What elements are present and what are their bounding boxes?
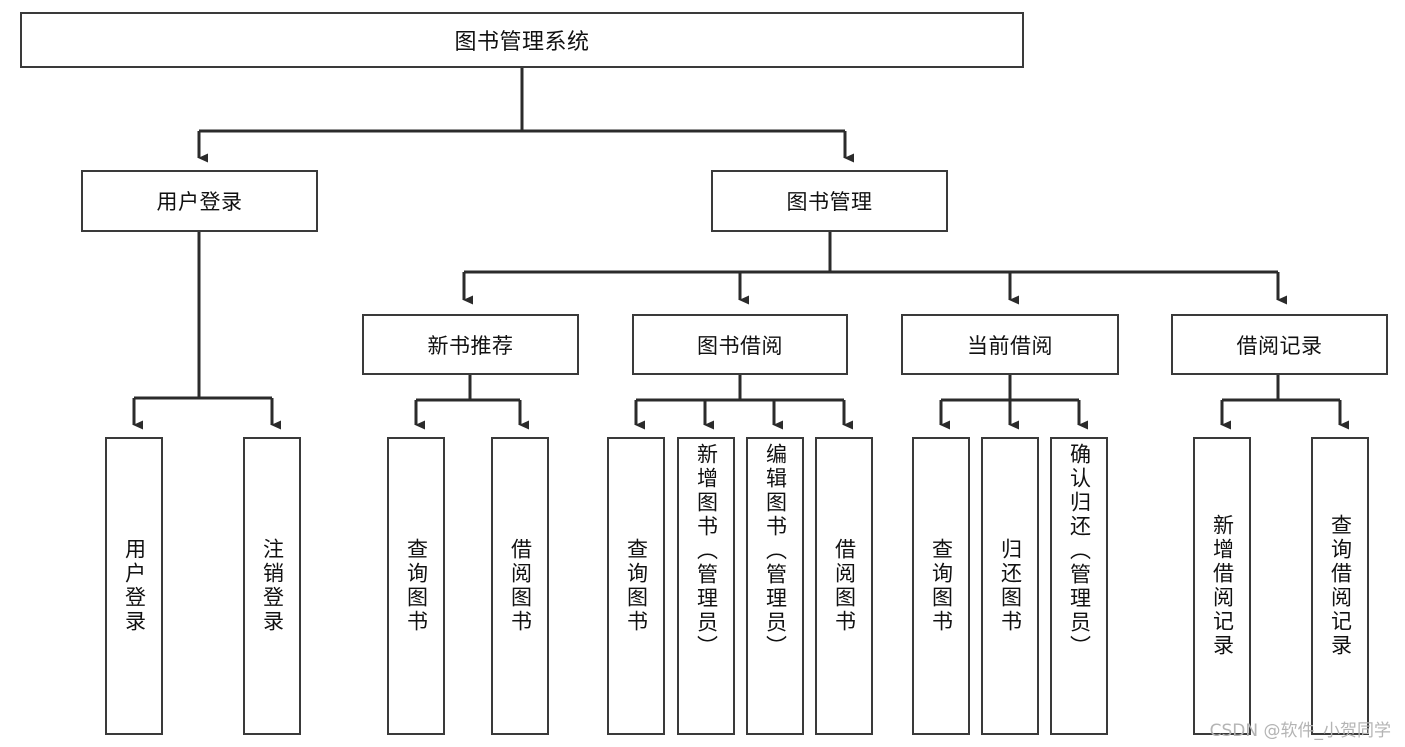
leaf-current-confirm-return-admin[interactable]: 确认归还（管理员）: [1050, 437, 1108, 735]
leaf-current-return-book[interactable]: 归还图书: [981, 437, 1039, 735]
node-new-book-recommend[interactable]: 新书推荐: [362, 314, 579, 375]
leaf-recommend-query-book[interactable]: 查询图书: [387, 437, 445, 735]
node-user-login[interactable]: 用户登录: [81, 170, 318, 232]
node-current-borrow[interactable]: 当前借阅: [901, 314, 1119, 375]
node-book-management[interactable]: 图书管理: [711, 170, 948, 232]
leaf-record-query-record[interactable]: 查询借阅记录: [1311, 437, 1369, 735]
node-borrow-record[interactable]: 借阅记录: [1171, 314, 1388, 375]
leaf-borrow-query-book[interactable]: 查询图书: [607, 437, 665, 735]
leaf-user-login-login[interactable]: 用户登录: [105, 437, 163, 735]
leaf-borrow-edit-book-admin[interactable]: 编辑图书（管理员）: [746, 437, 804, 735]
leaf-user-login-logout[interactable]: 注销登录: [243, 437, 301, 735]
leaf-borrow-borrow-book[interactable]: 借阅图书: [815, 437, 873, 735]
leaf-record-add-record[interactable]: 新增借阅记录: [1193, 437, 1251, 735]
node-book-borrow[interactable]: 图书借阅: [632, 314, 848, 375]
leaf-current-query-book[interactable]: 查询图书: [912, 437, 970, 735]
leaf-recommend-borrow-book[interactable]: 借阅图书: [491, 437, 549, 735]
node-root-system[interactable]: 图书管理系统: [20, 12, 1024, 68]
leaf-borrow-add-book-admin[interactable]: 新增图书（管理员）: [677, 437, 735, 735]
